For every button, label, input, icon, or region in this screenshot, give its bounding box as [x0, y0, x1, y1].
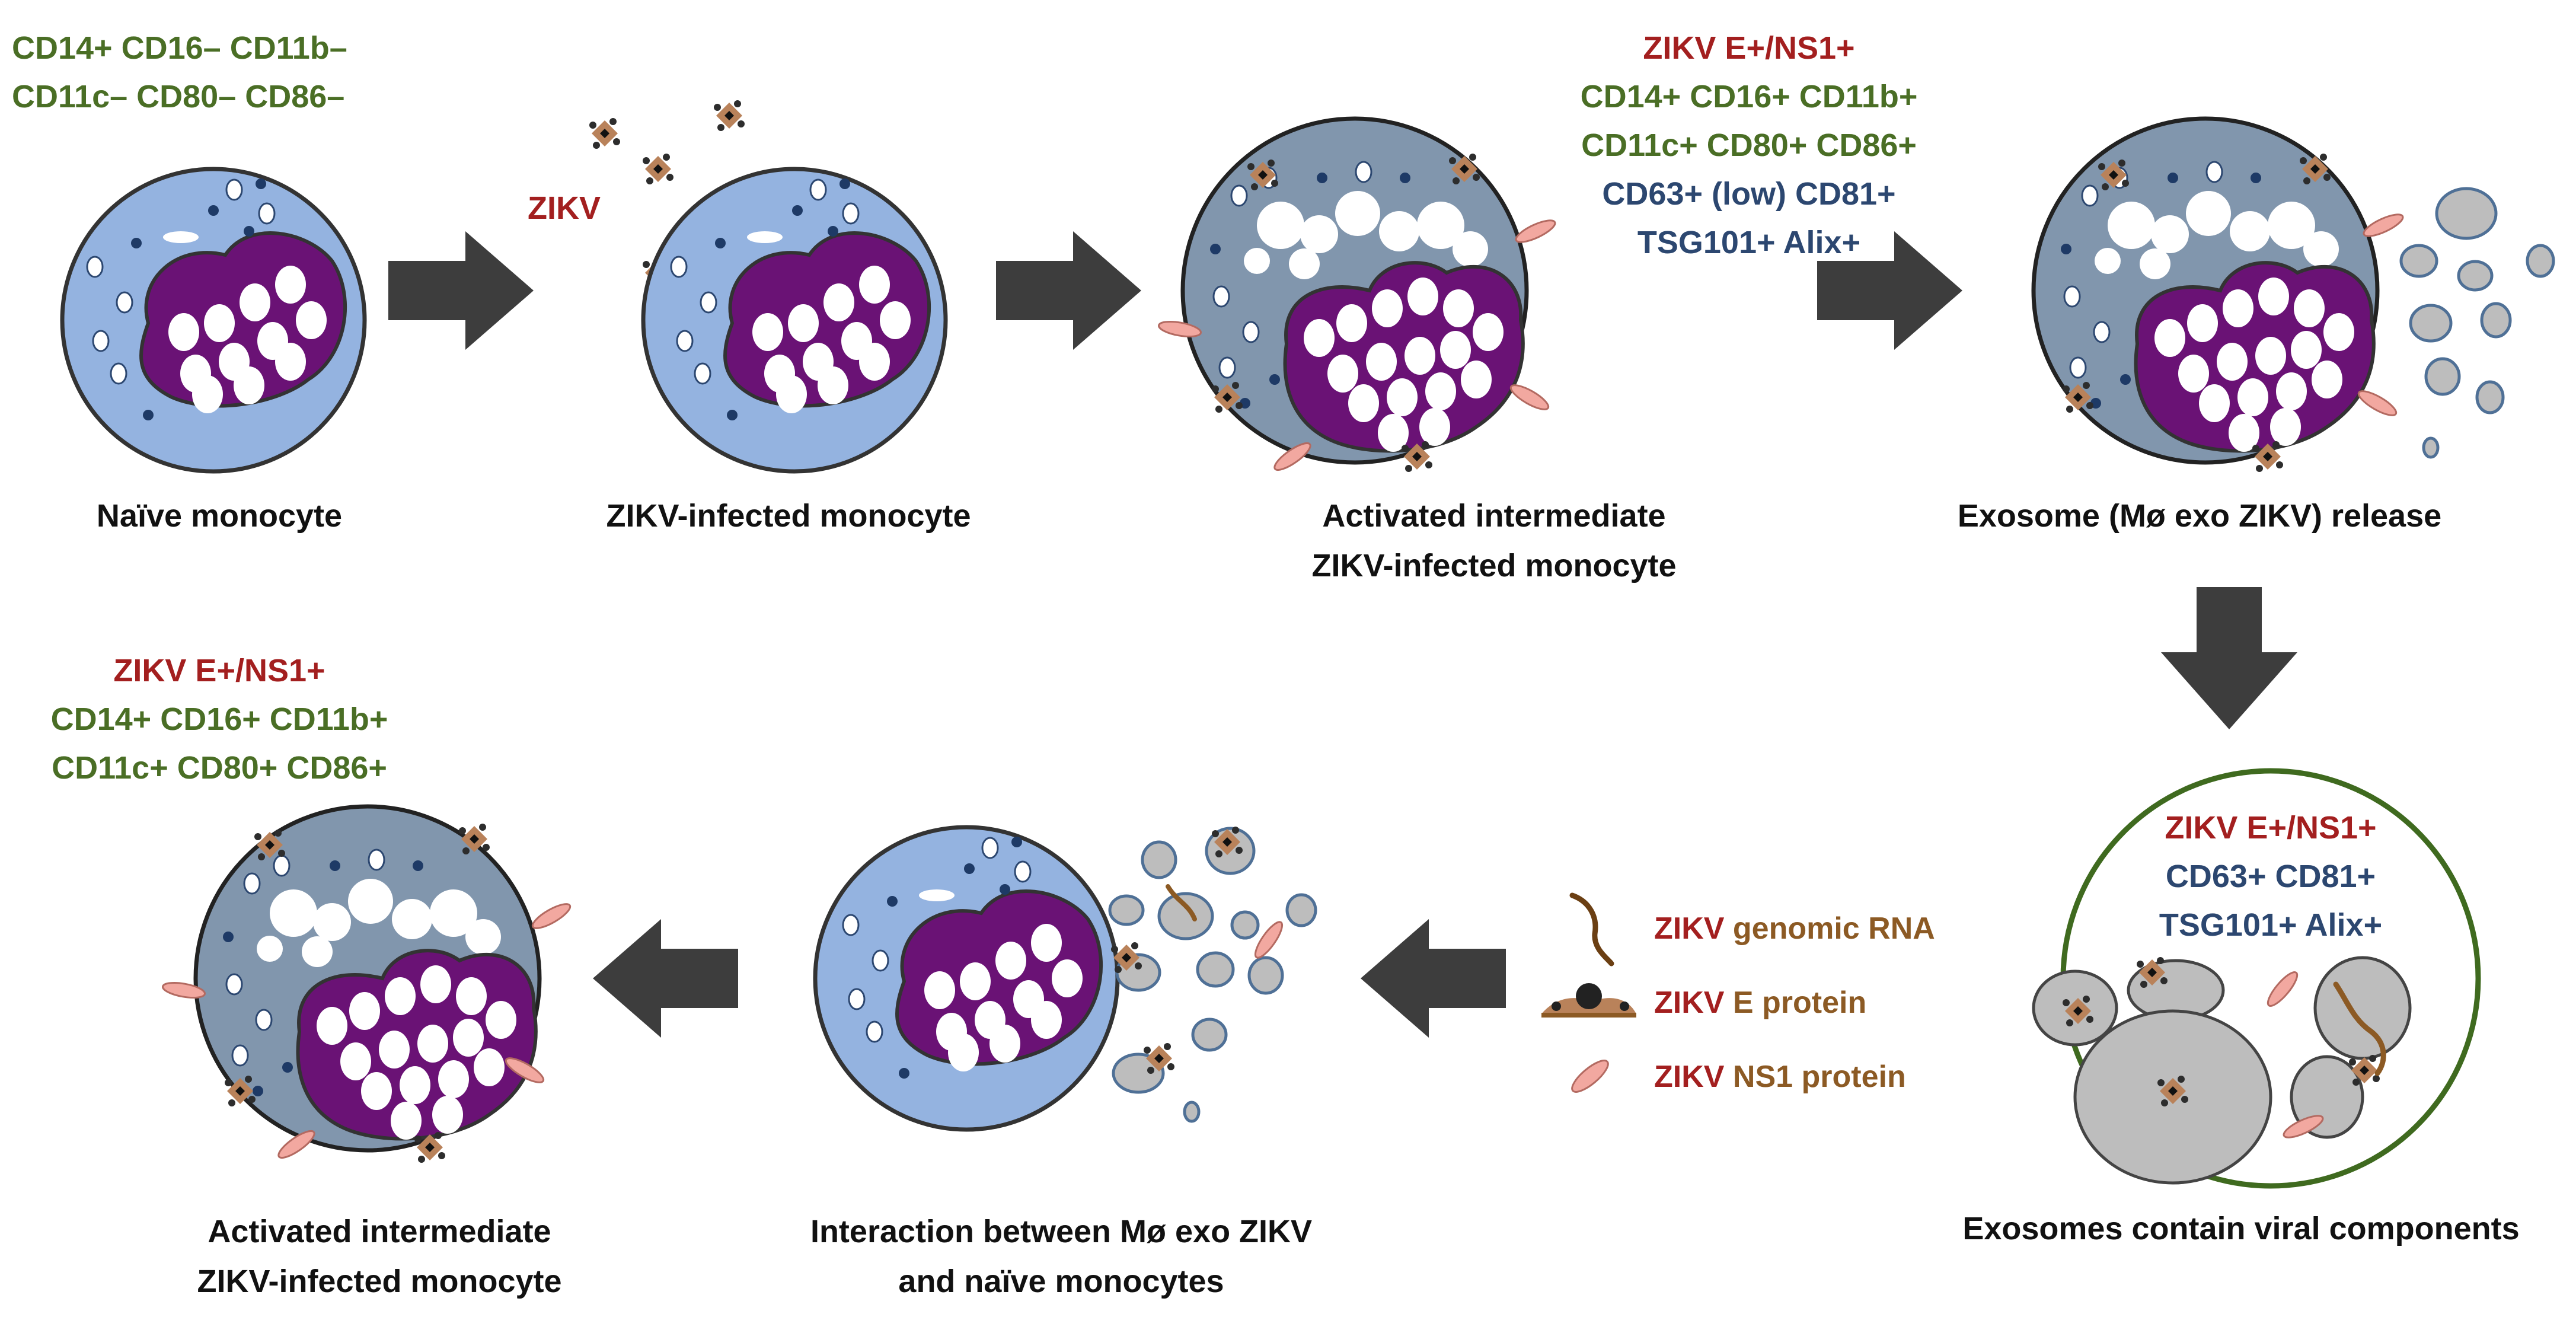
- activated-top-line4: CD63+ (low) CD81+: [1602, 176, 1896, 212]
- activated-bottom-line1: ZIKV E+/NS1+: [113, 653, 325, 688]
- infected-monocyte-cell: [641, 167, 948, 474]
- e-protein-icon: [1541, 983, 1636, 1018]
- naive-markers-line1: CD14+ CD16– CD11b–: [12, 30, 347, 66]
- activated-monocyte-cell-bottom: [161, 804, 574, 1163]
- caption-release: Exosome (Mø exo ZIKV) release: [1957, 498, 2442, 534]
- activated-monocyte-cell-top: [1157, 116, 1559, 476]
- activated-top-line1: ZIKV E+/NS1+: [1643, 30, 1855, 66]
- caption-activated-top-line1: Activated intermediate: [1322, 498, 1666, 534]
- legend-rna-prefix: ZIKV: [1654, 911, 1725, 946]
- activated-bottom-line3: CD11c+ CD80+ CD86+: [52, 750, 387, 786]
- interacting-exosomes: [1108, 827, 1317, 1123]
- activated-top-line2: CD14+ CD16+ CD11b+: [1580, 79, 1918, 114]
- legend-item-e-protein: ZIKV E protein: [1654, 984, 1866, 1021]
- exosome-circle-line2: CD63+ CD81+: [2165, 859, 2376, 894]
- naive-markers: CD14+ CD16– CD11b– CD11c– CD80– CD86–: [12, 24, 397, 121]
- activated-bottom-markers: ZIKV E+/NS1+ CD14+ CD16+ CD11b+ CD11c+ C…: [12, 646, 427, 792]
- released-exosomes: [2399, 187, 2555, 459]
- activated-top-line3: CD11c+ CD80+ CD86+: [1581, 127, 1917, 163]
- caption-activated-top-line2: ZIKV-infected monocyte: [1311, 548, 1677, 583]
- caption-activated-bottom: Activated intermediate ZIKV-infected mon…: [136, 1207, 623, 1306]
- caption-naive: Naïve monocyte: [96, 498, 343, 534]
- legend-icons: [1541, 892, 1636, 1093]
- legend-ns1-text: NS1 protein: [1724, 1060, 1906, 1094]
- arrow-left-2: [593, 919, 738, 1038]
- legend-e-prefix: ZIKV: [1654, 985, 1725, 1020]
- caption-activated-top: Activated intermediate ZIKV-infected mon…: [1251, 491, 1737, 591]
- arrow-right-2: [996, 231, 1141, 350]
- naive-monocyte-cell: [60, 167, 367, 474]
- caption-infected: ZIKV-infected monocyte: [606, 498, 971, 534]
- exosome-components-circle: [2032, 768, 2481, 1189]
- arrow-right-1: [388, 231, 534, 350]
- arrow-down: [2161, 587, 2297, 729]
- legend-e-text: E protein: [1724, 985, 1867, 1020]
- caption-activated-bottom-line2: ZIKV-infected monocyte: [197, 1264, 562, 1299]
- activated-top-markers: ZIKV E+/NS1+ CD14+ CD16+ CD11b+ CD11c+ C…: [1435, 24, 2063, 267]
- ns1-protein-icon: [1571, 1060, 1609, 1093]
- activated-top-line5: TSG101+ Alix+: [1637, 225, 1861, 260]
- legend-item-ns1: ZIKV NS1 protein: [1654, 1058, 1906, 1095]
- naive-markers-line2: CD11c– CD80– CD86–: [12, 79, 345, 114]
- arrow-left-1: [1361, 919, 1506, 1038]
- caption-interaction: Interaction between Mø exo ZIKV and naïv…: [753, 1207, 1370, 1306]
- caption-contain: Exosomes contain viral components: [1962, 1211, 2520, 1246]
- caption-activated-bottom-line1: Activated intermediate: [208, 1214, 551, 1249]
- legend-ns1-prefix: ZIKV: [1654, 1060, 1725, 1094]
- exosome-circle-line1: ZIKV E+/NS1+: [2165, 810, 2377, 846]
- zikv-label: ZIKV: [528, 190, 601, 226]
- exosome-release-cell: [2031, 116, 2406, 472]
- rna-strand-icon: [1569, 892, 1614, 967]
- legend-rna-text: genomic RNA: [1724, 911, 1935, 946]
- interaction-monocyte-cell: [813, 825, 1120, 1132]
- legend-item-rna: ZIKV genomic RNA: [1654, 910, 1935, 947]
- caption-interaction-line1: Interaction between Mø exo ZIKV: [810, 1214, 1313, 1249]
- caption-interaction-line2: and naïve monocytes: [898, 1264, 1224, 1299]
- activated-bottom-line2: CD14+ CD16+ CD11b+: [50, 701, 388, 737]
- exosome-circle-line3: TSG101+ Alix+: [2159, 907, 2383, 943]
- exosome-circle-markers: ZIKV E+/NS1+ CD63+ CD81+ TSG101+ Alix+: [2063, 803, 2478, 949]
